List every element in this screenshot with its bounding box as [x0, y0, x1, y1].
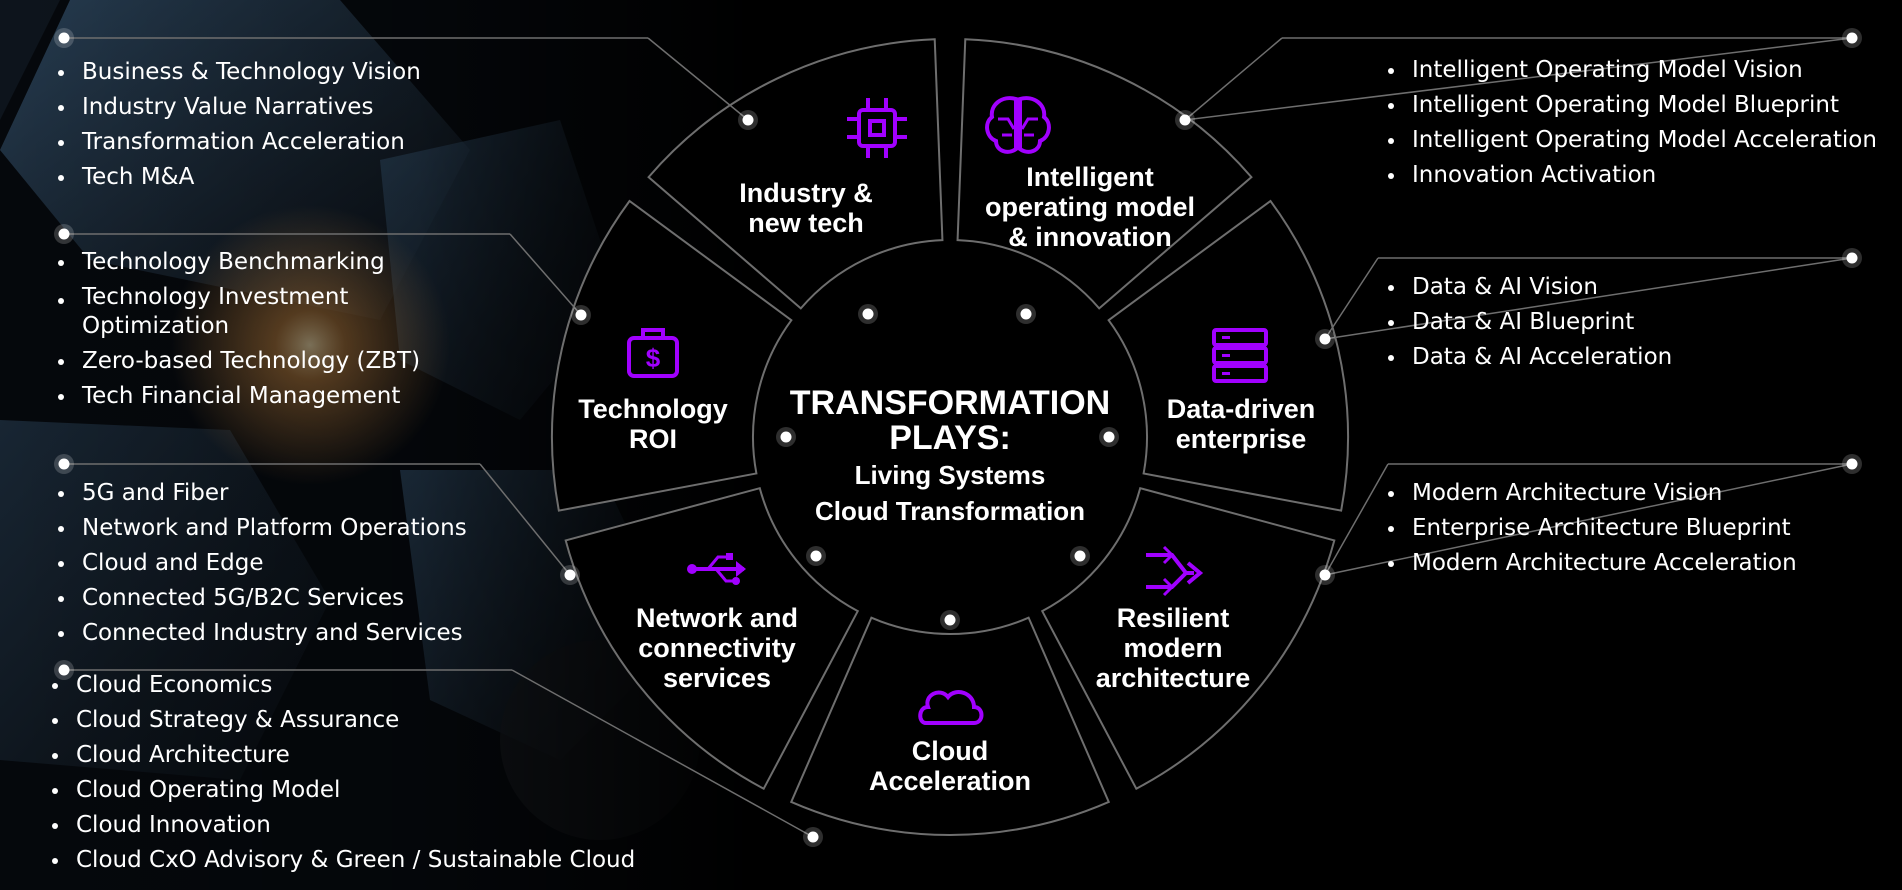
list-item: Intelligent Operating Model Acceleration — [1386, 123, 1886, 158]
end-dot-intelligent — [1842, 28, 1862, 48]
list-item: Cloud and Edge — [56, 546, 556, 581]
outer-dot-cloud — [803, 827, 823, 847]
segment-intelligent — [956, 38, 1253, 310]
usb-arrows-icon — [1146, 545, 1204, 597]
connector-lines — [54, 28, 1862, 847]
inner-dot-network — [806, 546, 826, 566]
server-icon — [1212, 328, 1268, 383]
segment-label-roi-line2: ROI — [629, 424, 677, 454]
list-item: Business & Technology Vision — [56, 55, 576, 90]
center-title-line1: TRANSFORMATION — [790, 384, 1110, 422]
inner-dot-industry — [858, 304, 878, 324]
connector-industry — [647, 37, 749, 121]
segment-label-resilient-line1: Resilient — [1117, 603, 1230, 633]
list-item: Data & AI Blueprint — [1386, 305, 1886, 340]
brain-icon — [985, 96, 1051, 154]
segment-resilient — [1040, 486, 1336, 791]
center-subtitle-line1: Living Systems — [855, 460, 1046, 490]
segment-label-data-line2: enterprise — [1176, 424, 1307, 454]
segment-label-data-line1: Data-driven — [1167, 394, 1316, 424]
connector-network — [479, 463, 571, 576]
segment-label-network-line2: connectivity — [638, 633, 796, 663]
list-item: Intelligent Operating Model Blueprint — [1386, 88, 1886, 123]
list-item: Data & AI Acceleration — [1386, 340, 1886, 375]
segment-label-network-line3: services — [663, 663, 771, 693]
segment-label-cloud-line1: Cloud — [912, 736, 988, 766]
segment-network — [564, 486, 860, 791]
segment-label-network-line1: Network and — [636, 603, 798, 633]
outer-dot-intelligent — [1175, 110, 1195, 130]
chip-icon — [847, 98, 907, 158]
inner-dot-intelligent — [1016, 304, 1036, 324]
list-item: Transformation Acceleration — [56, 125, 576, 160]
list-item: Industry Value Narratives — [56, 90, 576, 125]
center-hub: TRANSFORMATION PLAYS: Living Systems Clo… — [790, 384, 1110, 526]
inner-dot-roi — [776, 427, 796, 447]
end-dot-industry — [54, 28, 74, 48]
center-title-line2: PLAYS: — [889, 419, 1011, 457]
list-item: Zero-based Technology (ZBT) — [56, 344, 476, 379]
segment-label-intelligent-line2: operating model — [985, 192, 1195, 222]
segment-label-intelligent-line3: & innovation — [1008, 222, 1172, 252]
list-item: Data & AI Vision — [1386, 270, 1886, 305]
list-item: Cloud Strategy & Assurance — [50, 703, 710, 738]
outer-dot-resilient — [1315, 565, 1335, 585]
list-item: Cloud Innovation — [50, 808, 710, 843]
list-item: Cloud Architecture — [50, 738, 710, 773]
list-item: Connected 5G/B2C Services — [56, 581, 556, 616]
segment-label-cloud-line2: Acceleration — [869, 766, 1031, 796]
list-item: Innovation Activation — [1386, 158, 1886, 193]
outer-dot-data — [1315, 329, 1335, 349]
segment-roi — [551, 199, 793, 512]
usb-icon — [687, 553, 746, 585]
list-item: Cloud CxO Advisory & Green / Sustainable… — [50, 843, 710, 878]
money-bag-icon: $ — [627, 328, 679, 378]
list-item: Cloud Economics — [50, 668, 710, 703]
connector-roi — [509, 233, 582, 316]
list-item: Technology Investment Optimization — [56, 280, 476, 344]
end-dot-network — [54, 454, 74, 474]
list-item: Modern Architecture Vision — [1386, 476, 1886, 511]
segment-label-intelligent-line1: Intelligent — [1026, 162, 1154, 192]
list-item: Tech Financial Management — [56, 379, 476, 414]
inner-dot-resilient — [1070, 546, 1090, 566]
connector-cloud — [511, 669, 814, 838]
list-item: Cloud Operating Model — [50, 773, 710, 808]
segment-label-roi-line1: Technology — [578, 394, 728, 424]
inner-dot-cloud — [940, 610, 960, 630]
center-subtitle-line2: Cloud Transformation — [815, 496, 1085, 526]
end-dot-cloud — [54, 660, 74, 680]
outer-dot-industry — [738, 110, 758, 130]
segment-label-resilient-line3: architecture — [1096, 663, 1251, 693]
end-dot-resilient — [1842, 454, 1862, 474]
list-item: Technology Benchmarking — [56, 245, 476, 280]
outer-dot-network — [560, 565, 580, 585]
segment-label-industry-line1: Industry & — [739, 178, 873, 208]
inner-dot-data — [1099, 427, 1119, 447]
list-item: Intelligent Operating Model Vision — [1386, 53, 1886, 88]
end-dot-data — [1842, 248, 1862, 268]
list-item: Connected Industry and Services — [56, 616, 556, 651]
end-dot-roi — [54, 224, 74, 244]
list-item: Network and Platform Operations — [56, 511, 556, 546]
segment-cloud — [789, 616, 1111, 837]
list-item: Tech M&A — [56, 160, 576, 195]
outer-dot-roi — [571, 305, 591, 325]
segment-label-resilient-line2: modern — [1123, 633, 1222, 663]
list-item: Enterprise Architecture Blueprint — [1386, 511, 1886, 546]
svg-text:$: $ — [646, 343, 661, 373]
list-item: 5G and Fiber — [56, 476, 556, 511]
list-item: Modern Architecture Acceleration — [1386, 546, 1886, 581]
segment-label-industry-line2: new tech — [748, 208, 864, 238]
cloud-icon — [918, 690, 984, 725]
